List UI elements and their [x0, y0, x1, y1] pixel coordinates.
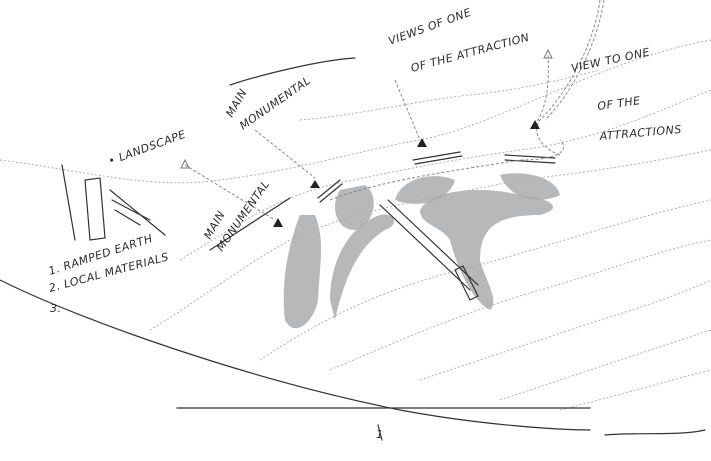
label-main-upper-line1: MAIN: [223, 87, 250, 120]
viewpoint-icon: [417, 138, 427, 147]
ink-structures: [0, 57, 706, 441]
label-main-upper-line2: MONUMENTAL: [237, 74, 313, 133]
label-view-to-line1: VIEW TO ONE: [570, 46, 651, 75]
viewpoint-icon: [530, 120, 540, 129]
arrow-icon: [543, 48, 553, 59]
label-view-to-line2: OF THE: [597, 94, 642, 113]
label-views-line2: OF THE ATTRACTION: [409, 31, 530, 75]
scale-mark: 1: [376, 428, 384, 441]
shaded-terrain: [283, 173, 560, 329]
label-views-line1: VIEWS OF ONE: [387, 6, 474, 48]
viewpoint-markers: [180, 48, 553, 227]
viewpoint-icon: [310, 180, 320, 188]
contour-lines: [0, 39, 711, 411]
label-view-to-line3: ATTRACTIONS: [598, 123, 682, 143]
view-paths: [184, 0, 605, 221]
viewpoint-icon: [273, 218, 283, 227]
note-3: 3.: [50, 302, 62, 315]
label-landscape: • LANDSCAPE: [107, 128, 188, 168]
arrow-icon: [180, 158, 190, 169]
